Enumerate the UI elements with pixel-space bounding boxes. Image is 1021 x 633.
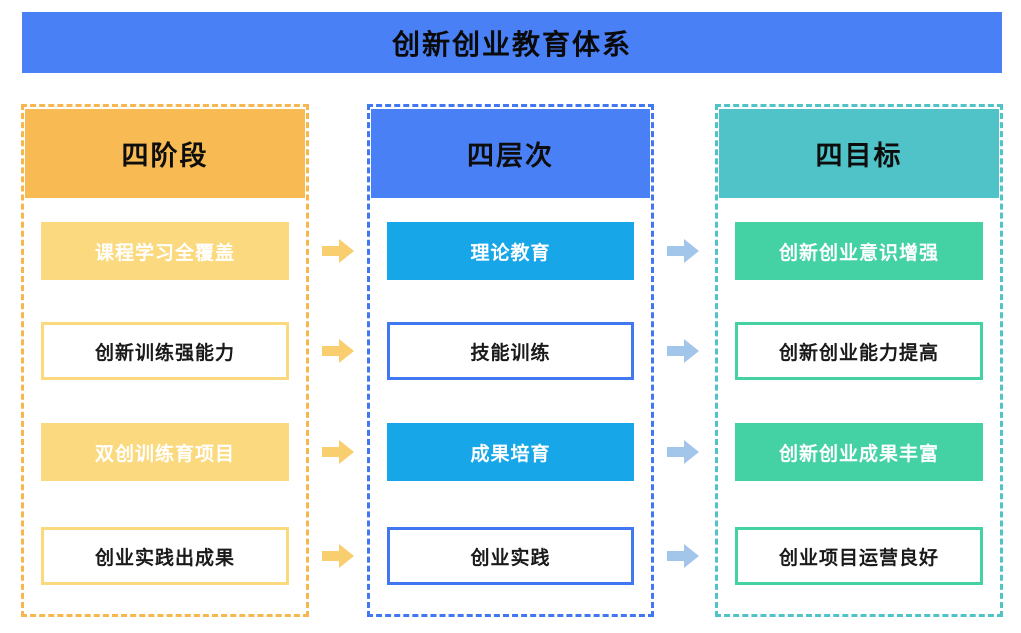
right-arrow-icon	[322, 239, 354, 263]
page-title: 创新创业教育体系	[391, 28, 632, 60]
column-header-four-stages: 四阶段	[25, 109, 305, 198]
stage-item-innovation-training: 创新训练强能力	[41, 322, 289, 380]
goal-item-awareness-enhanced: 创新创业意识增强	[735, 222, 983, 280]
right-arrow-icon	[667, 339, 699, 363]
column-four-stages: 四阶段 课程学习全覆盖 创新训练强能力 双创训练育项目 创业实践出成果	[21, 104, 309, 617]
goal-item-projects-well-run: 创业项目运营良好	[735, 527, 983, 585]
goal-item-results-enriched: 创新创业成果丰富	[735, 423, 983, 481]
right-arrow-icon	[322, 544, 354, 568]
level-item-entrepreneur-practice: 创业实践	[387, 527, 634, 585]
level-item-theory-education: 理论教育	[387, 222, 634, 280]
right-arrow-icon	[322, 440, 354, 464]
column-header-four-goals: 四目标	[719, 109, 999, 198]
level-item-result-cultivation: 成果培育	[387, 423, 634, 481]
stage-item-course-learning: 课程学习全覆盖	[41, 222, 289, 280]
stage-item-practice-results: 创业实践出成果	[41, 527, 289, 585]
title-banner: 创新创业教育体系	[22, 12, 1002, 73]
level-item-skill-training: 技能训练	[387, 322, 634, 380]
right-arrow-icon	[667, 544, 699, 568]
column-four-goals: 四目标 创新创业意识增强 创新创业能力提高 创新创业成果丰富 创业项目运营良好	[715, 104, 1003, 617]
stage-item-dual-training: 双创训练育项目	[41, 423, 289, 481]
right-arrow-icon	[667, 440, 699, 464]
column-header-four-levels: 四层次	[371, 109, 650, 198]
column-four-levels: 四层次 理论教育 技能训练 成果培育 创业实践	[367, 104, 654, 617]
right-arrow-icon	[322, 339, 354, 363]
right-arrow-icon	[667, 239, 699, 263]
goal-item-ability-improved: 创新创业能力提高	[735, 322, 983, 380]
